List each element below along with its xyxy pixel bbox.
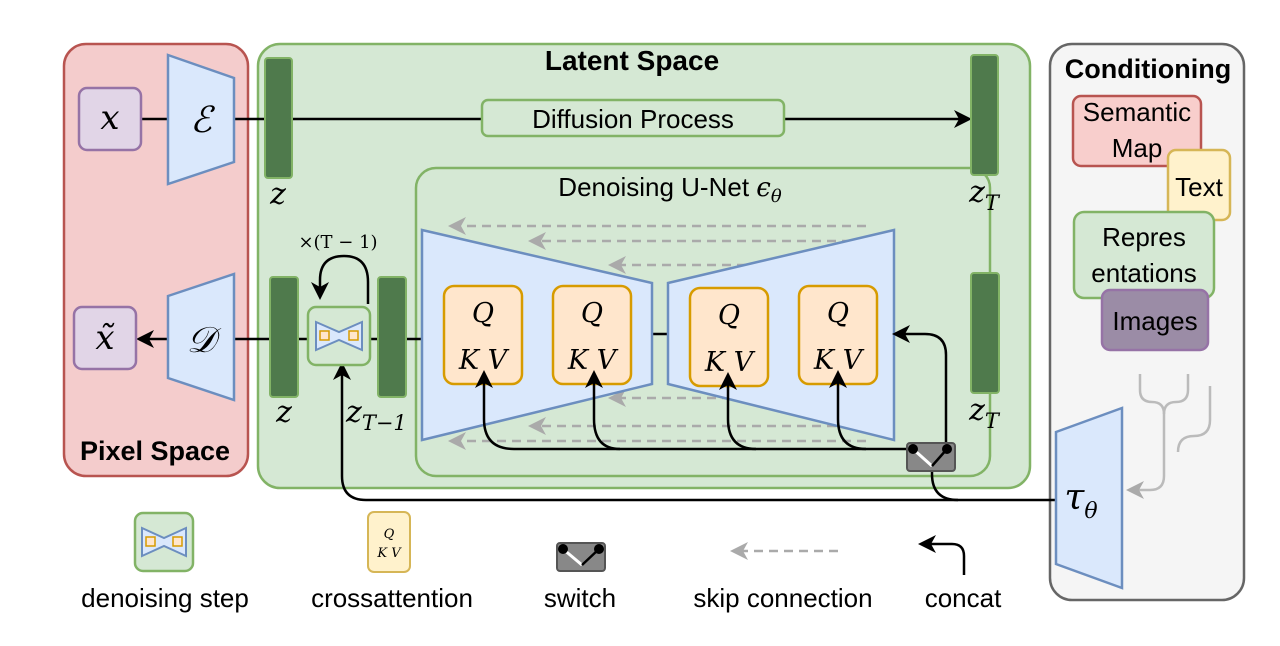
qkv-block-3: Q K V (688, 286, 770, 388)
svg-text:Q: Q (384, 527, 395, 542)
svg-text:Q: Q (581, 298, 603, 329)
conditioning-title: Conditioning (1065, 54, 1231, 84)
svg-text:τθ: τθ (1064, 477, 1097, 524)
legend-concat-icon (918, 535, 966, 575)
latent-space-title: Latent Space (545, 45, 719, 76)
text-item: Text (1166, 148, 1232, 222)
qkv-block-2: Q K V (551, 284, 633, 386)
z-bar-bottom (269, 276, 299, 398)
svg-text:x: x (100, 98, 119, 138)
tau-encoder-block: τθ (1054, 406, 1124, 590)
svg-text:K V: K V (458, 345, 510, 376)
encoder-block: ℰ (166, 53, 236, 186)
legend-switch-label: switch (544, 583, 616, 613)
unet-title: Denoising U-Net ϵθ (558, 172, 782, 207)
svg-text:K V: K V (704, 347, 756, 378)
legend-crossattention-label: crossattention (311, 583, 473, 613)
svg-text:Q: Q (472, 298, 494, 329)
legend-crossattention-icon: Q K V (367, 511, 411, 573)
decoder-block: 𝒟 (166, 272, 236, 402)
svg-text:x̃: x̃ (95, 318, 115, 358)
svg-text:Semantic: Semantic (1083, 97, 1191, 127)
svg-text:ℰ: ℰ (190, 100, 215, 141)
zT-label-top: zT (968, 175, 1001, 215)
zT-label-bottom: zT (968, 393, 1001, 433)
switch (906, 442, 956, 472)
images-item: Images (1100, 288, 1210, 352)
z-bar-top (264, 57, 293, 179)
zT-bar-top (970, 54, 999, 176)
zT1-bar (377, 276, 407, 398)
legend-concat-label: concat (925, 583, 1002, 613)
svg-text:K V: K V (376, 546, 402, 561)
svg-text:Diffusion Process: Diffusion Process (532, 104, 734, 134)
svg-text:Q: Q (718, 300, 740, 331)
svg-text:Q: Q (827, 298, 849, 329)
zT1-label: zT−1 (345, 395, 407, 435)
x-input-box: x (77, 86, 143, 152)
conditioning-merge-tree (1126, 374, 1212, 499)
diffusion-process-box: Diffusion Process (480, 98, 786, 138)
repeat-label: ×(T − 1) (298, 232, 377, 253)
representations-item: Repres entations (1072, 210, 1216, 300)
svg-text:entations: entations (1091, 258, 1197, 288)
z-label-top: z (269, 177, 286, 212)
repeat-loop-arrow (311, 254, 370, 304)
z-label-bottom: z (275, 395, 292, 430)
svg-text:K V: K V (813, 345, 865, 376)
svg-text:Text: Text (1175, 172, 1223, 202)
legend-switch-icon (556, 542, 606, 572)
svg-text:Map: Map (1112, 133, 1163, 163)
x-tilde-output-box: x̃ (72, 305, 138, 371)
pixel-space-title: Pixel Space (80, 436, 230, 466)
qkv-block-1: Q K V (442, 284, 524, 386)
legend-skip-connection-label: skip connection (693, 583, 872, 613)
legend-denoising-step-label: denoising step (81, 583, 249, 613)
denoising-step-block (306, 305, 372, 367)
zT-bar-bottom (970, 272, 1000, 394)
legend-denoising-step-icon (133, 511, 195, 573)
conditioning-bus (333, 325, 1062, 502)
semantic-map-item: Semantic Map (1071, 94, 1203, 168)
svg-text:K V: K V (567, 345, 619, 376)
svg-text:Images: Images (1112, 306, 1197, 336)
svg-text:Repres: Repres (1102, 222, 1186, 252)
qkv-block-4: Q K V (797, 284, 879, 386)
